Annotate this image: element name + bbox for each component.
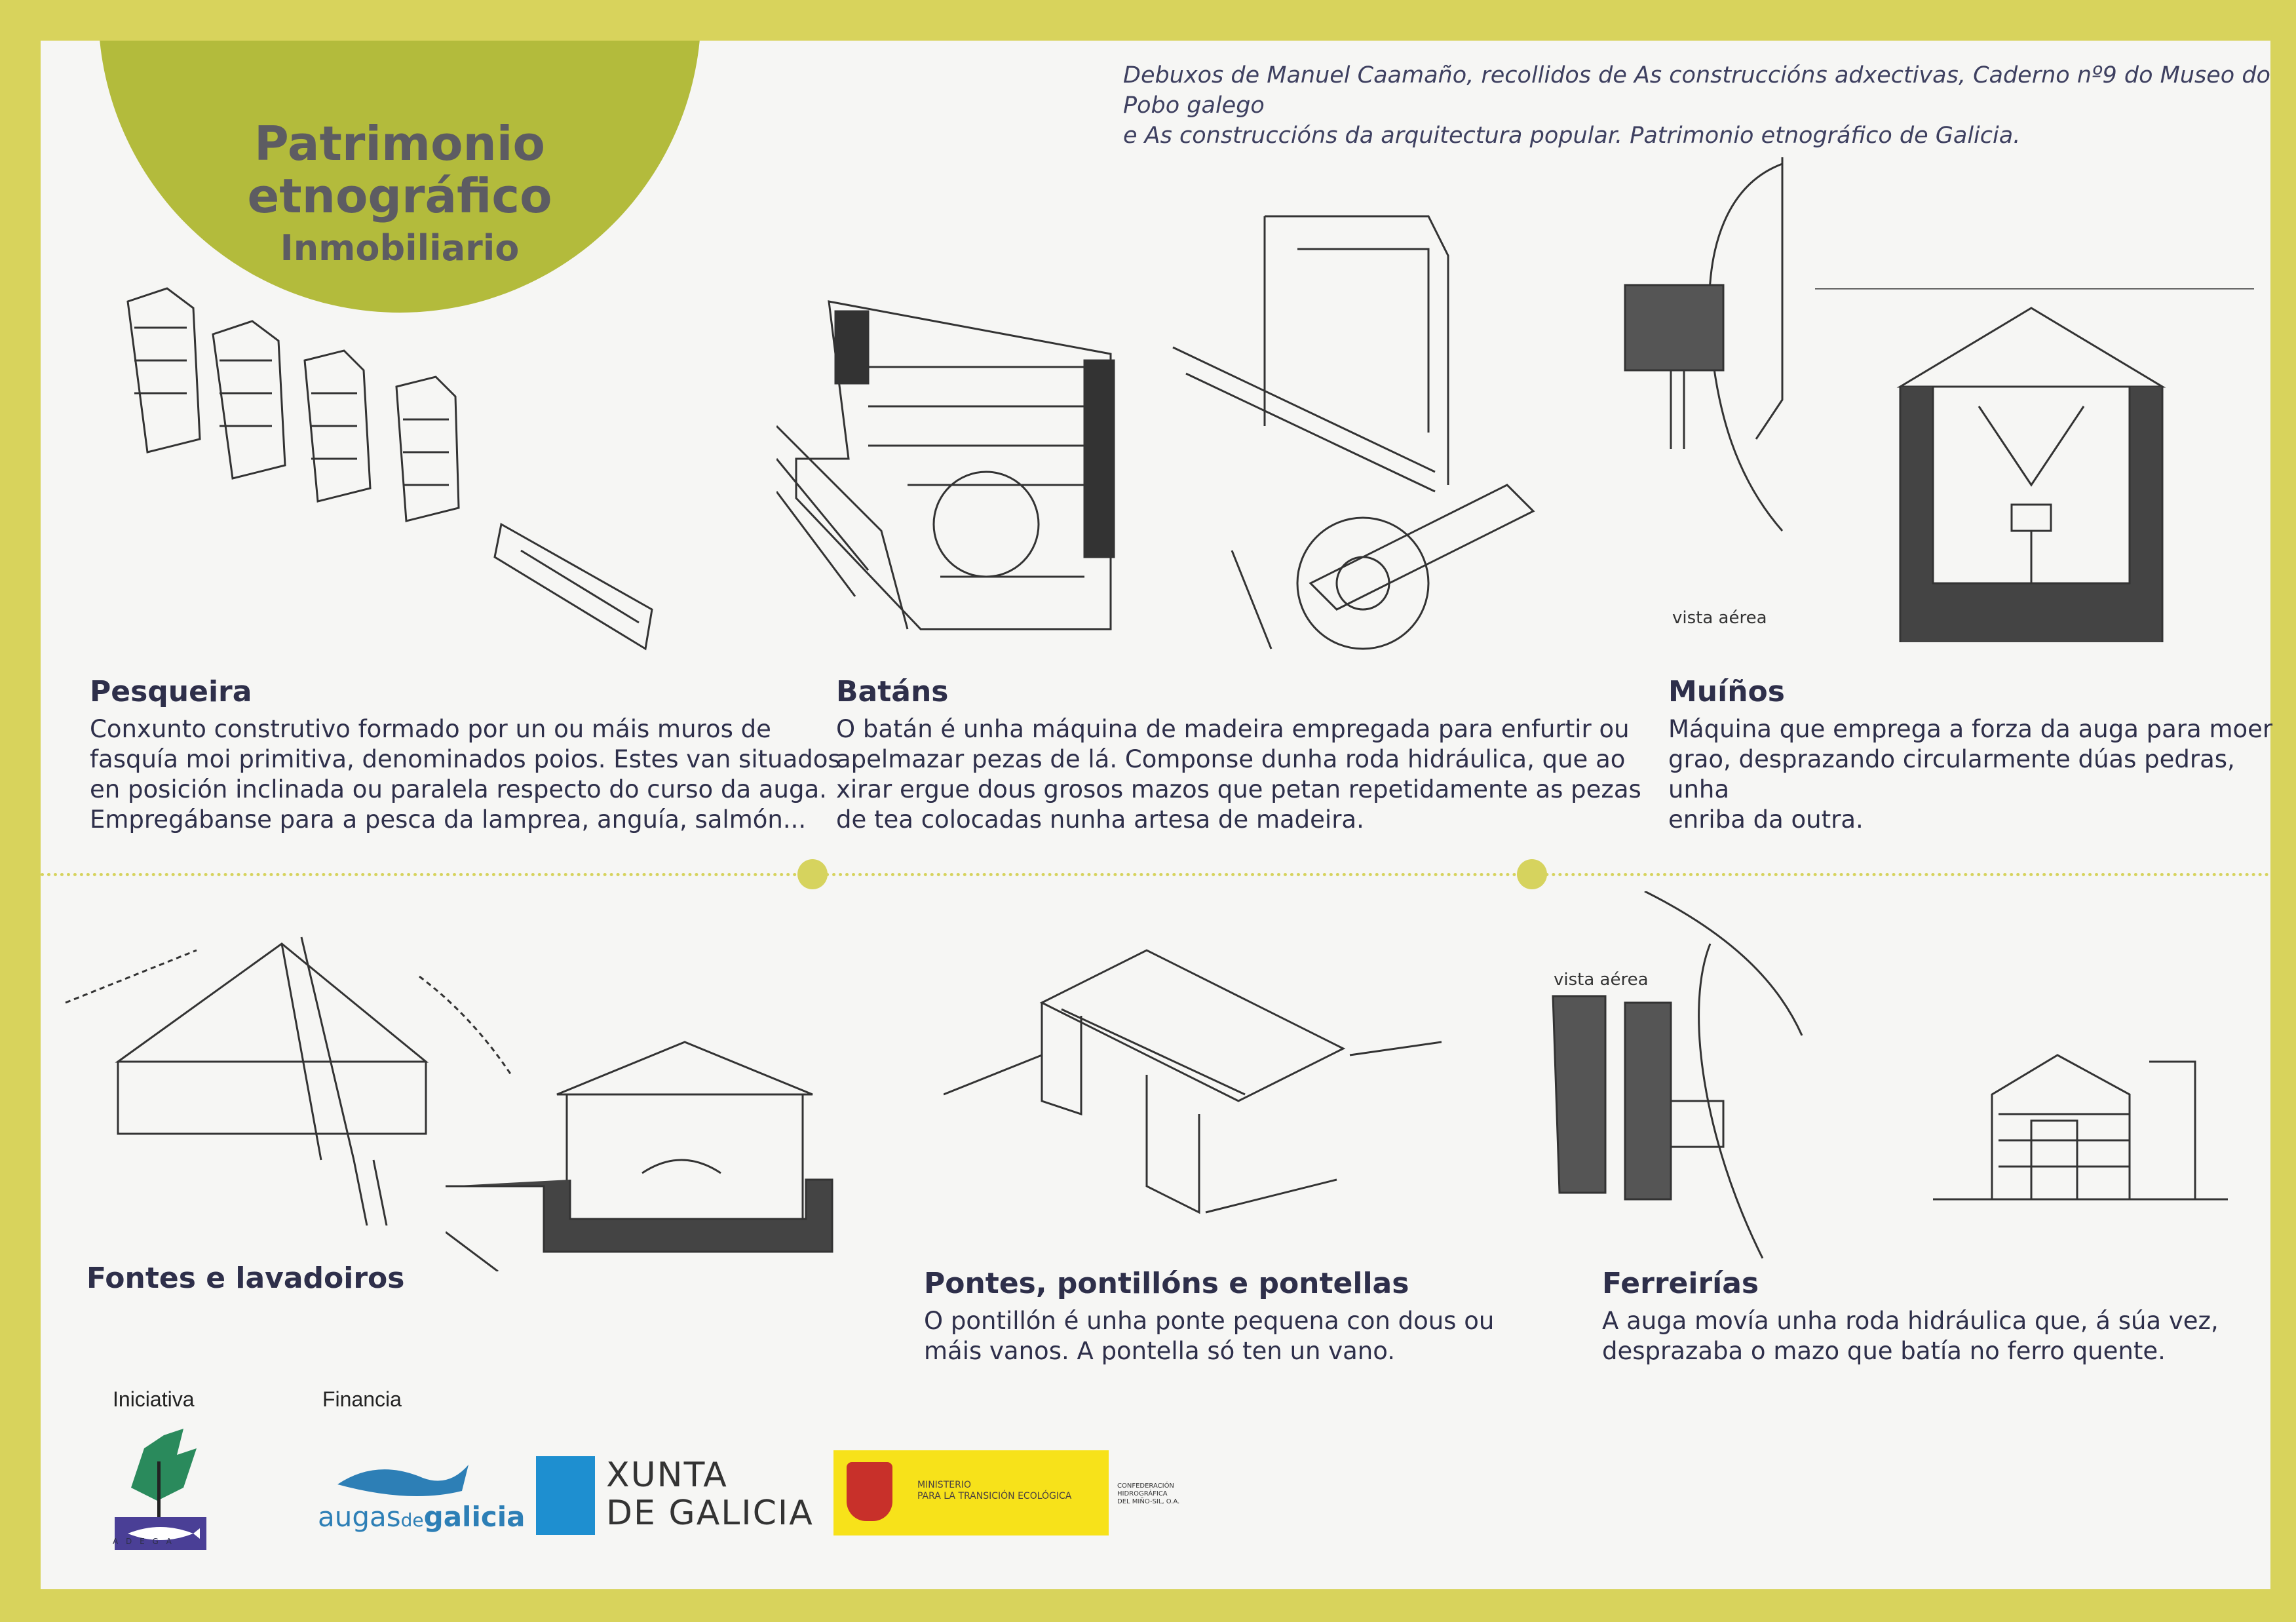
body-line: de tea colocadas nunha artesa de madeira… — [836, 805, 1364, 834]
conf-line: DEL MIÑO-SIL, O.A. — [1117, 1498, 1180, 1505]
body-line: Máquina que emprega a forza da auga para… — [1668, 715, 2273, 743]
xunta-line: DE GALICIA — [606, 1494, 814, 1533]
conf-line: HIDROGRÁFICA — [1117, 1490, 1168, 1497]
muino-aerial-drawing — [1618, 157, 1815, 550]
body-line: enriba da outra. — [1668, 805, 1864, 834]
xunta-shield-icon — [536, 1456, 595, 1535]
financia-label: Financia — [322, 1387, 402, 1411]
pesqueira-drawing — [88, 262, 678, 668]
iniciativa-label: Iniciativa — [113, 1387, 195, 1411]
body-line: O pontillón é unha ponte pequena con dou… — [924, 1307, 1495, 1335]
drawing-credit: Debuxos de Manuel Caamaño, recollidos de… — [1123, 60, 2296, 151]
section-body-pesqueira: Conxunto construtivo formado por un ou m… — [90, 714, 841, 835]
body-line: máis vanos. A pontella só ten un vano. — [924, 1337, 1395, 1365]
ferreiria-aerial-caption: vista aérea — [1554, 970, 1649, 990]
section-heading-pesqueira: Pesqueira — [90, 675, 252, 708]
body-line: fasquía moi primitiva, denominados poios… — [90, 745, 841, 773]
ministerio-line: MINISTERIO — [917, 1480, 971, 1490]
augas-logo-part: de — [400, 1509, 424, 1531]
body-line: desprazaba o mazo que batía no ferro que… — [1602, 1337, 2166, 1365]
credit-line: e As construccións da arquitectura popul… — [1123, 123, 2021, 149]
batan-machine-drawing — [1166, 177, 1559, 682]
body-line: en posición inclinada ou paralela respec… — [90, 775, 827, 803]
section-heading-muinos: Muíños — [1668, 675, 1785, 708]
batan-section-drawing — [775, 288, 1157, 642]
ministerio-line: PARA LA TRANSICIÓN ECOLÓGICA — [917, 1491, 1072, 1501]
section-body-batans: O batán é unha máquina de madeira empreg… — [836, 714, 1641, 835]
divider-dot — [1517, 859, 1547, 889]
muino-section-drawing — [1815, 287, 2261, 663]
body-line: grao, desprazando circularmente dúas ped… — [1668, 745, 2235, 803]
section-heading-fontes: Fontes e lavadoiros — [86, 1262, 405, 1295]
ponte-drawing — [943, 904, 1442, 1232]
augas-logo-part: galicia — [423, 1501, 526, 1533]
muino-aerial-caption: vista aérea — [1672, 608, 1767, 628]
body-line: apelmazar pezas de lá. Componse dunha ro… — [836, 745, 1626, 773]
augas-logo-wave — [337, 1458, 469, 1497]
title-line2: etnográfico — [247, 168, 552, 223]
ferreiria-aerial-drawing — [1546, 890, 1940, 1271]
adega-logo — [111, 1416, 210, 1553]
ferreiria-building-drawing — [1933, 1022, 2228, 1206]
body-line: Conxunto construtivo formado por un ou m… — [90, 715, 771, 743]
body-line: O batán é unha máquina de madeira empreg… — [836, 715, 1630, 743]
section-heading-ferreirias: Ferreirías — [1602, 1267, 1759, 1300]
conf-line: CONFEDERACIÓN — [1117, 1482, 1174, 1490]
section-divider — [41, 873, 2270, 876]
adega-logo-text: A D E G A — [113, 1537, 174, 1546]
body-line: Empregábanse para a pesca da lamprea, an… — [90, 805, 807, 834]
body-line: xirar ergue dous grosos mazos que petan … — [836, 775, 1641, 803]
title-line1: Patrimonio — [254, 116, 545, 171]
augas-logo-part: augas — [318, 1501, 401, 1533]
section-heading-batans: Batáns — [836, 675, 949, 708]
body-line: A auga movía unha roda hidráulica que, á… — [1602, 1307, 2219, 1335]
title-subtitle: Inmobiliario — [280, 227, 520, 269]
section-heading-pontes: Pontes, pontillóns e pontellas — [924, 1267, 1409, 1300]
divider-dot — [797, 859, 828, 889]
poster-panel: Patrimonio etnográfico Inmobiliario — [41, 41, 2270, 1589]
section-body-pontes: O pontillón é unha ponte pequena con dou… — [924, 1306, 1494, 1366]
section-body-ferreirias: A auga movía unha roda hidráulica que, á… — [1602, 1306, 2219, 1366]
xunta-line: XUNTA — [606, 1456, 728, 1495]
spain-coat-of-arms-icon — [847, 1462, 892, 1521]
augas-de-galicia-logo: augasdegalicia — [318, 1501, 525, 1533]
lavadoiro-drawing — [445, 1035, 839, 1273]
section-body-muinos: Máquina que emprega a forza da auga para… — [1668, 714, 2296, 835]
fonte-drawing — [52, 911, 512, 1226]
credit-line: Debuxos de Manuel Caamaño, recollidos de… — [1123, 62, 2270, 119]
